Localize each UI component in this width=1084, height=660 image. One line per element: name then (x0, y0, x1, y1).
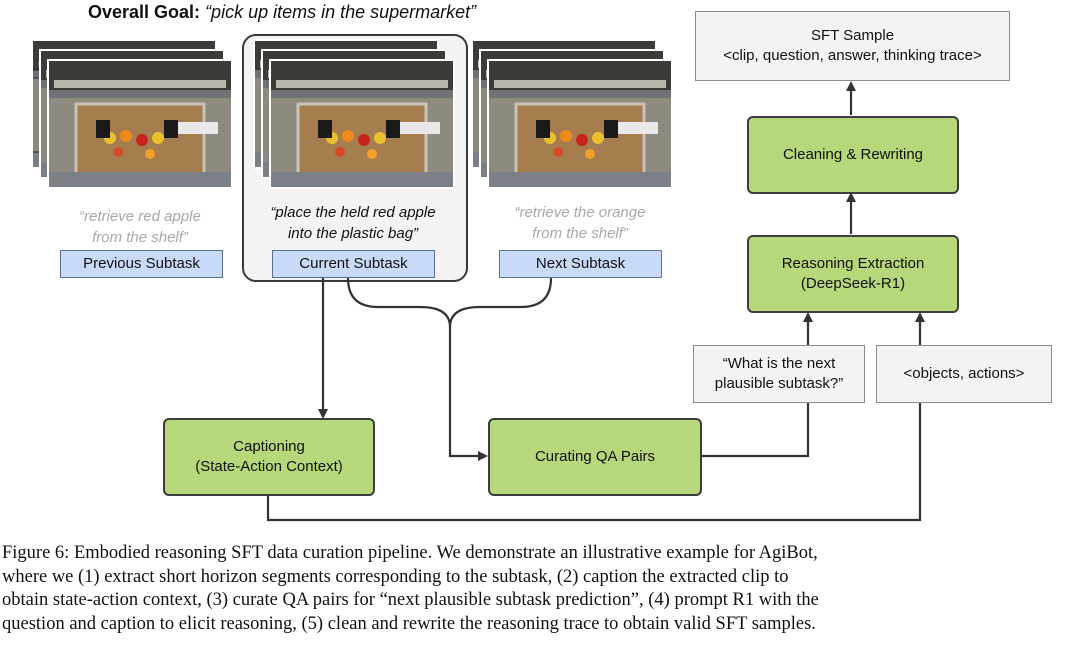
sft-sample-box: SFT Sample <clip, question, answer, thin… (695, 11, 1010, 81)
next-quote-line-1: “retrieve the orange (514, 204, 646, 221)
cleaning-rewriting-node: Cleaning & Rewriting (747, 116, 959, 194)
caption-line-4: question and caption to elicit reasoning… (2, 613, 816, 634)
cleaning-label: Cleaning & Rewriting (782, 146, 924, 163)
captioning-subtitle: (State-Action Context) (195, 458, 343, 475)
current-quote-line-1: “place the held red apple (270, 204, 436, 221)
reasoning-title: Reasoning Extraction (781, 255, 925, 272)
current-quote-line-2: into the plastic bag” (287, 225, 419, 242)
objects-actions-box: <objects, actions> (876, 345, 1052, 403)
next-subtask-label: Next Subtask (499, 250, 662, 278)
previous-clip-stack (30, 38, 234, 190)
sft-fields: <clip, question, answer, thinking trace> (723, 47, 982, 64)
captioning-title: Captioning (233, 438, 305, 455)
current-clip-stack (252, 38, 456, 190)
figure-caption: Figure 6: Embodied reasoning SFT data cu… (2, 542, 1082, 636)
previous-quote-line-2: from the shelf” (92, 229, 188, 246)
caption-line-2: where we (1) extract short horizon segme… (2, 566, 789, 587)
reasoning-extraction-node: Reasoning Extraction (DeepSeek-R1) (747, 235, 959, 313)
captioning-node: Captioning (State-Action Context) (163, 418, 375, 496)
next-quote-line-2: from the shelf” (532, 225, 628, 242)
current-subtask-quote: “place the held red apple into the plast… (245, 202, 461, 244)
connector-next-subtask (448, 277, 553, 328)
objects-actions-label: <objects, actions> (903, 365, 1025, 382)
next-subtask-quote: “retrieve the orange from the shelf” (480, 202, 680, 244)
question-line-1: “What is the next (722, 355, 836, 372)
previous-subtask-quote: “retrieve red apple from the shelf” (40, 206, 240, 248)
next-clip-stack (470, 38, 674, 190)
reasoning-subtitle: (DeepSeek-R1) (800, 275, 906, 292)
sft-title: SFT Sample (810, 27, 895, 44)
overall-goal-text: “pick up items in the supermarket” (205, 2, 477, 22)
caption-line-1: Figure 6: Embodied reasoning SFT data cu… (2, 543, 818, 563)
previous-quote-line-1: “retrieve red apple (79, 208, 201, 225)
overall-goal-label: Overall Goal: (88, 2, 201, 22)
arrow-captioning-to-reasoning (266, 312, 925, 522)
question-box: “What is the next plausible subtask?” (693, 345, 865, 403)
curating-qa-node: Curating QA Pairs (488, 418, 702, 496)
curating-qa-label: Curating QA Pairs (534, 448, 656, 465)
overall-goal: Overall Goal: “pick up items in the supe… (88, 2, 476, 23)
current-subtask-label: Current Subtask (272, 250, 435, 278)
caption-line-3: obtain state-action context, (3) curate … (2, 590, 819, 610)
question-line-2: plausible subtask?” (714, 375, 844, 392)
previous-subtask-label: Previous Subtask (60, 250, 223, 278)
